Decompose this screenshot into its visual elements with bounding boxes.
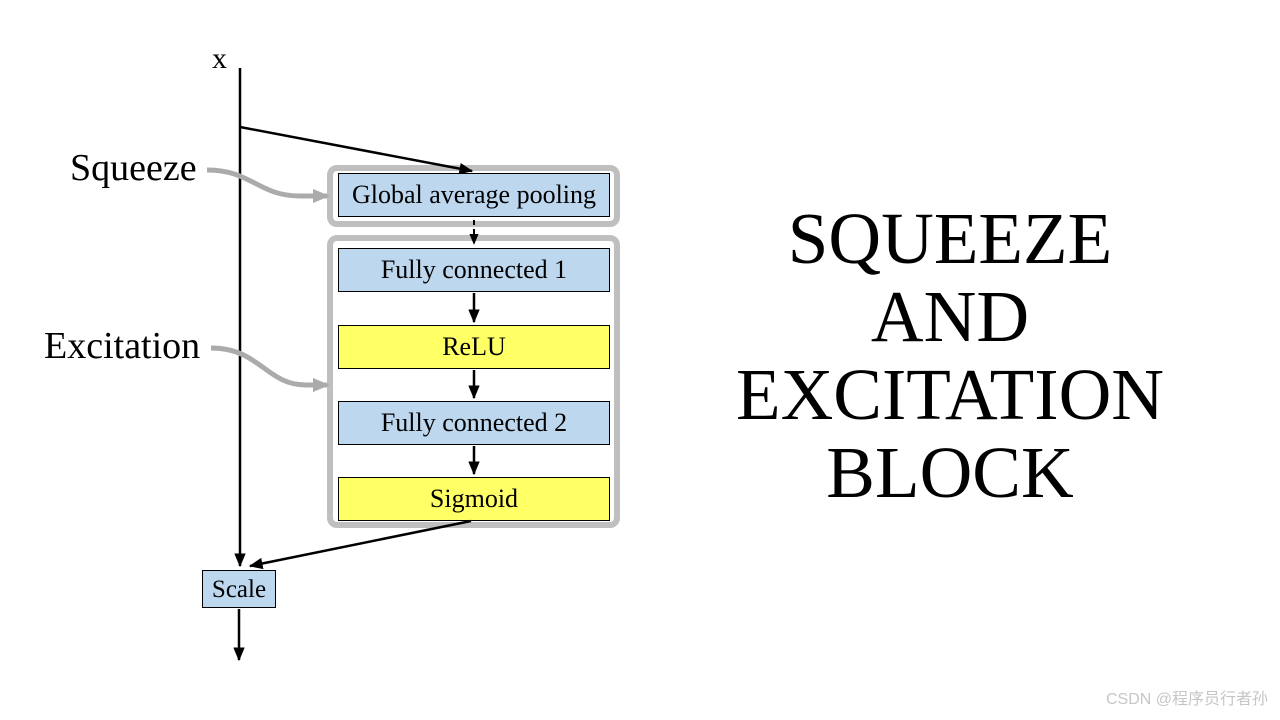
scale-label: Scale — [211, 575, 267, 603]
squeeze-pointer-arrow — [206, 167, 330, 204]
watermark: CSDN @程序员行者孙 — [1105, 691, 1268, 708]
relu-label: ReLU — [442, 332, 506, 361]
sigmoid-box: Sigmoid — [338, 477, 610, 521]
excitation-label: Excitation — [44, 325, 201, 367]
global-average-pooling-label: Global average pooling — [351, 180, 597, 209]
scale-box: Scale — [202, 570, 276, 608]
fully-connected-1-label: Fully connected 1 — [380, 255, 568, 284]
sigmoid-label: Sigmoid — [429, 484, 519, 513]
excitation-pointer-arrow — [210, 345, 330, 393]
squeeze-label: Squeeze — [70, 147, 197, 189]
fully-connected-2-box: Fully connected 2 — [338, 401, 610, 445]
fully-connected-1-box: Fully connected 1 — [338, 248, 610, 292]
page-title: SQUEEZE AND EXCITATION BLOCK — [698, 200, 1202, 512]
relu-box: ReLU — [338, 325, 610, 369]
title-line: BLOCK — [826, 432, 1074, 513]
title-line: EXCITATION — [735, 354, 1165, 435]
input-label: x — [212, 42, 227, 75]
title-line: SQUEEZE — [787, 198, 1113, 279]
global-average-pooling-box: Global average pooling — [338, 173, 610, 217]
fully-connected-2-label: Fully connected 2 — [380, 408, 568, 437]
title-line: AND — [870, 276, 1030, 357]
